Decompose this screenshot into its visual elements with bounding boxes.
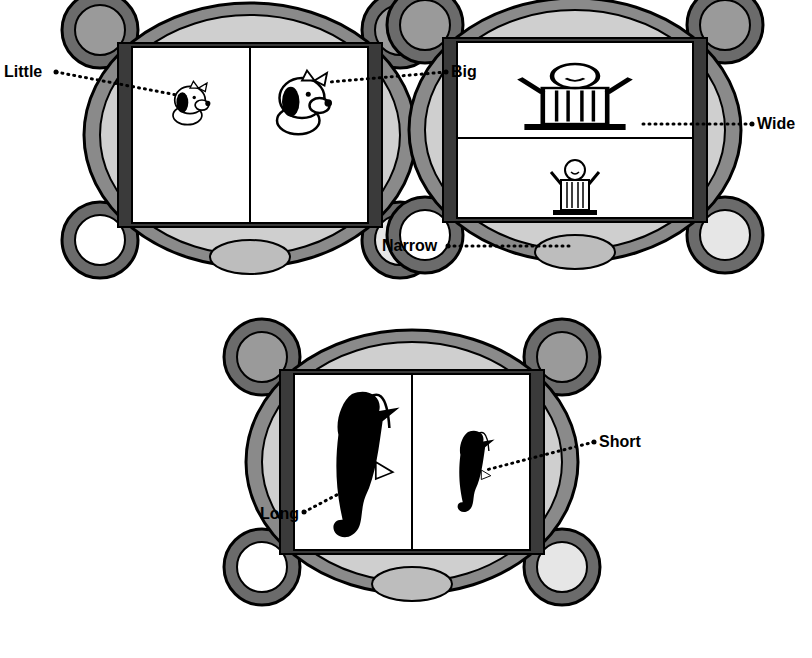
callout-label: Little	[4, 63, 42, 81]
callout-label: Big	[451, 63, 477, 81]
callout-label: Wide	[757, 115, 795, 133]
callout-label: Narrow	[382, 237, 437, 255]
callout-label: Long	[260, 505, 299, 523]
callout-label: Short	[599, 433, 641, 451]
